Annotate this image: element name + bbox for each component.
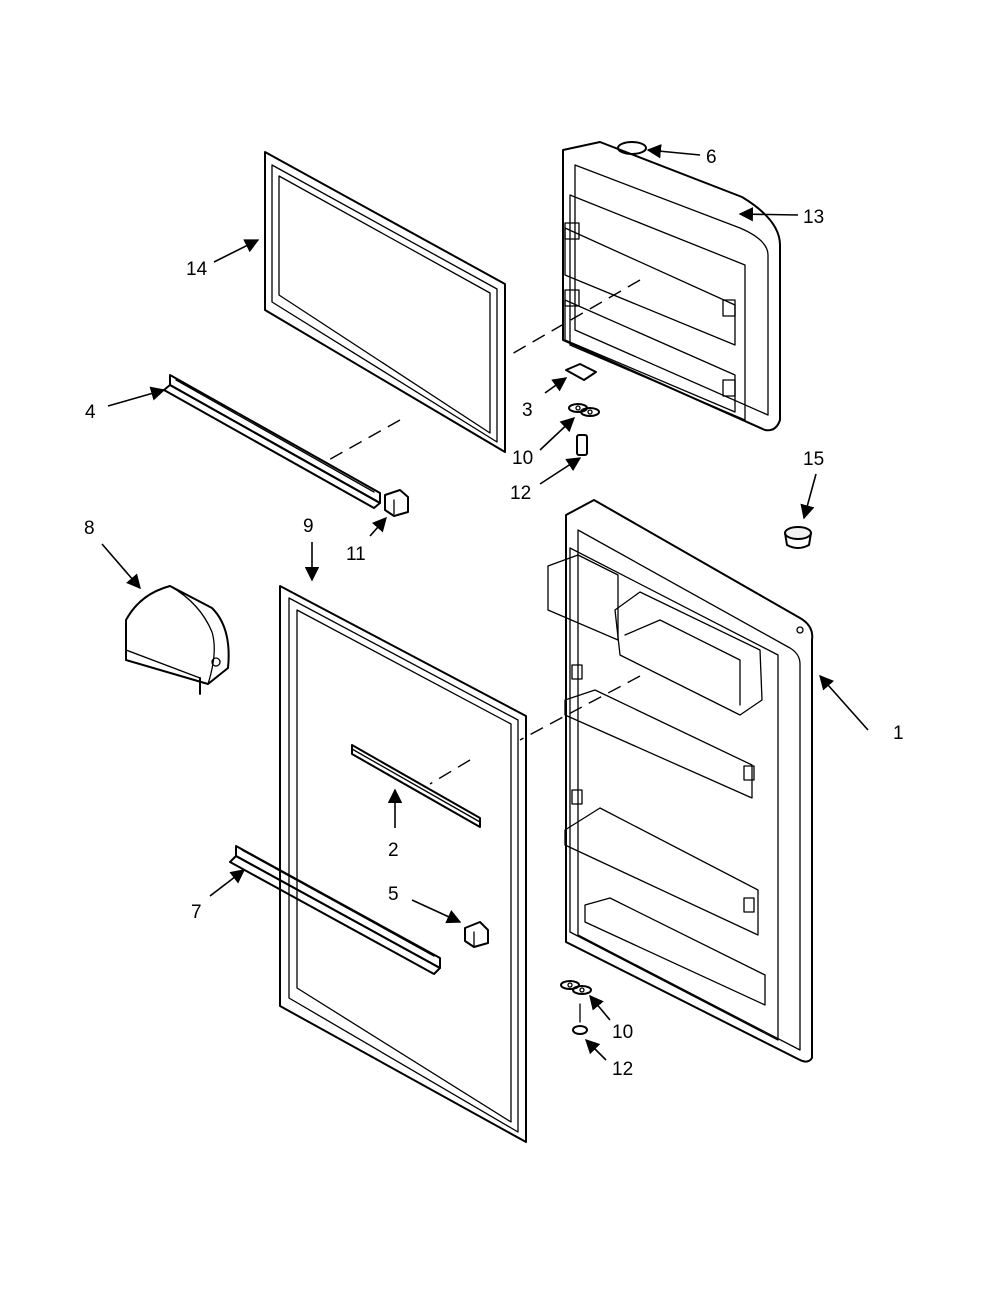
callout-labels: 1 2 3 4 5 6 7 8 9 10 10 11 12 12 13 14 1… — [84, 147, 904, 1080]
top-plug — [617, 141, 647, 155]
callout-9: 9 — [303, 516, 314, 537]
callout-12-lower: 12 — [612, 1059, 633, 1080]
callout-13: 13 — [803, 207, 824, 228]
bar-end-cap-upper — [384, 489, 409, 517]
callout-3: 3 — [522, 400, 533, 421]
callout-4: 4 — [85, 402, 96, 423]
fresh-food-door-gasket — [279, 585, 527, 1143]
freezer-door-gasket — [264, 151, 506, 453]
callout-15: 15 — [803, 449, 824, 470]
dairy-bin — [125, 585, 230, 695]
hole-plug — [784, 526, 812, 549]
assembly-lines — [324, 279, 641, 785]
bar-end-cap-lower — [464, 921, 489, 948]
fresh-food-door — [547, 499, 814, 1063]
callout-10-lower: 10 — [612, 1022, 633, 1043]
door-bar-upper — [351, 744, 481, 828]
callout-8: 8 — [84, 518, 95, 539]
callout-11: 11 — [346, 544, 366, 565]
callout-14: 14 — [186, 259, 208, 280]
callout-6: 6 — [706, 147, 717, 168]
lower-hinge-hardware — [560, 980, 592, 1035]
leader-arrows — [101, 144, 869, 1061]
callout-1: 1 — [893, 723, 904, 744]
freezer-door-bar — [163, 374, 381, 509]
freezer-door — [562, 141, 781, 432]
callout-12-upper: 12 — [510, 483, 531, 504]
callout-5: 5 — [388, 884, 399, 905]
door-bar-lower — [229, 845, 441, 975]
callout-10-upper: 10 — [512, 448, 533, 469]
callout-2: 2 — [388, 840, 399, 861]
callout-7: 7 — [191, 902, 202, 923]
upper-hinge-hardware — [565, 363, 600, 456]
